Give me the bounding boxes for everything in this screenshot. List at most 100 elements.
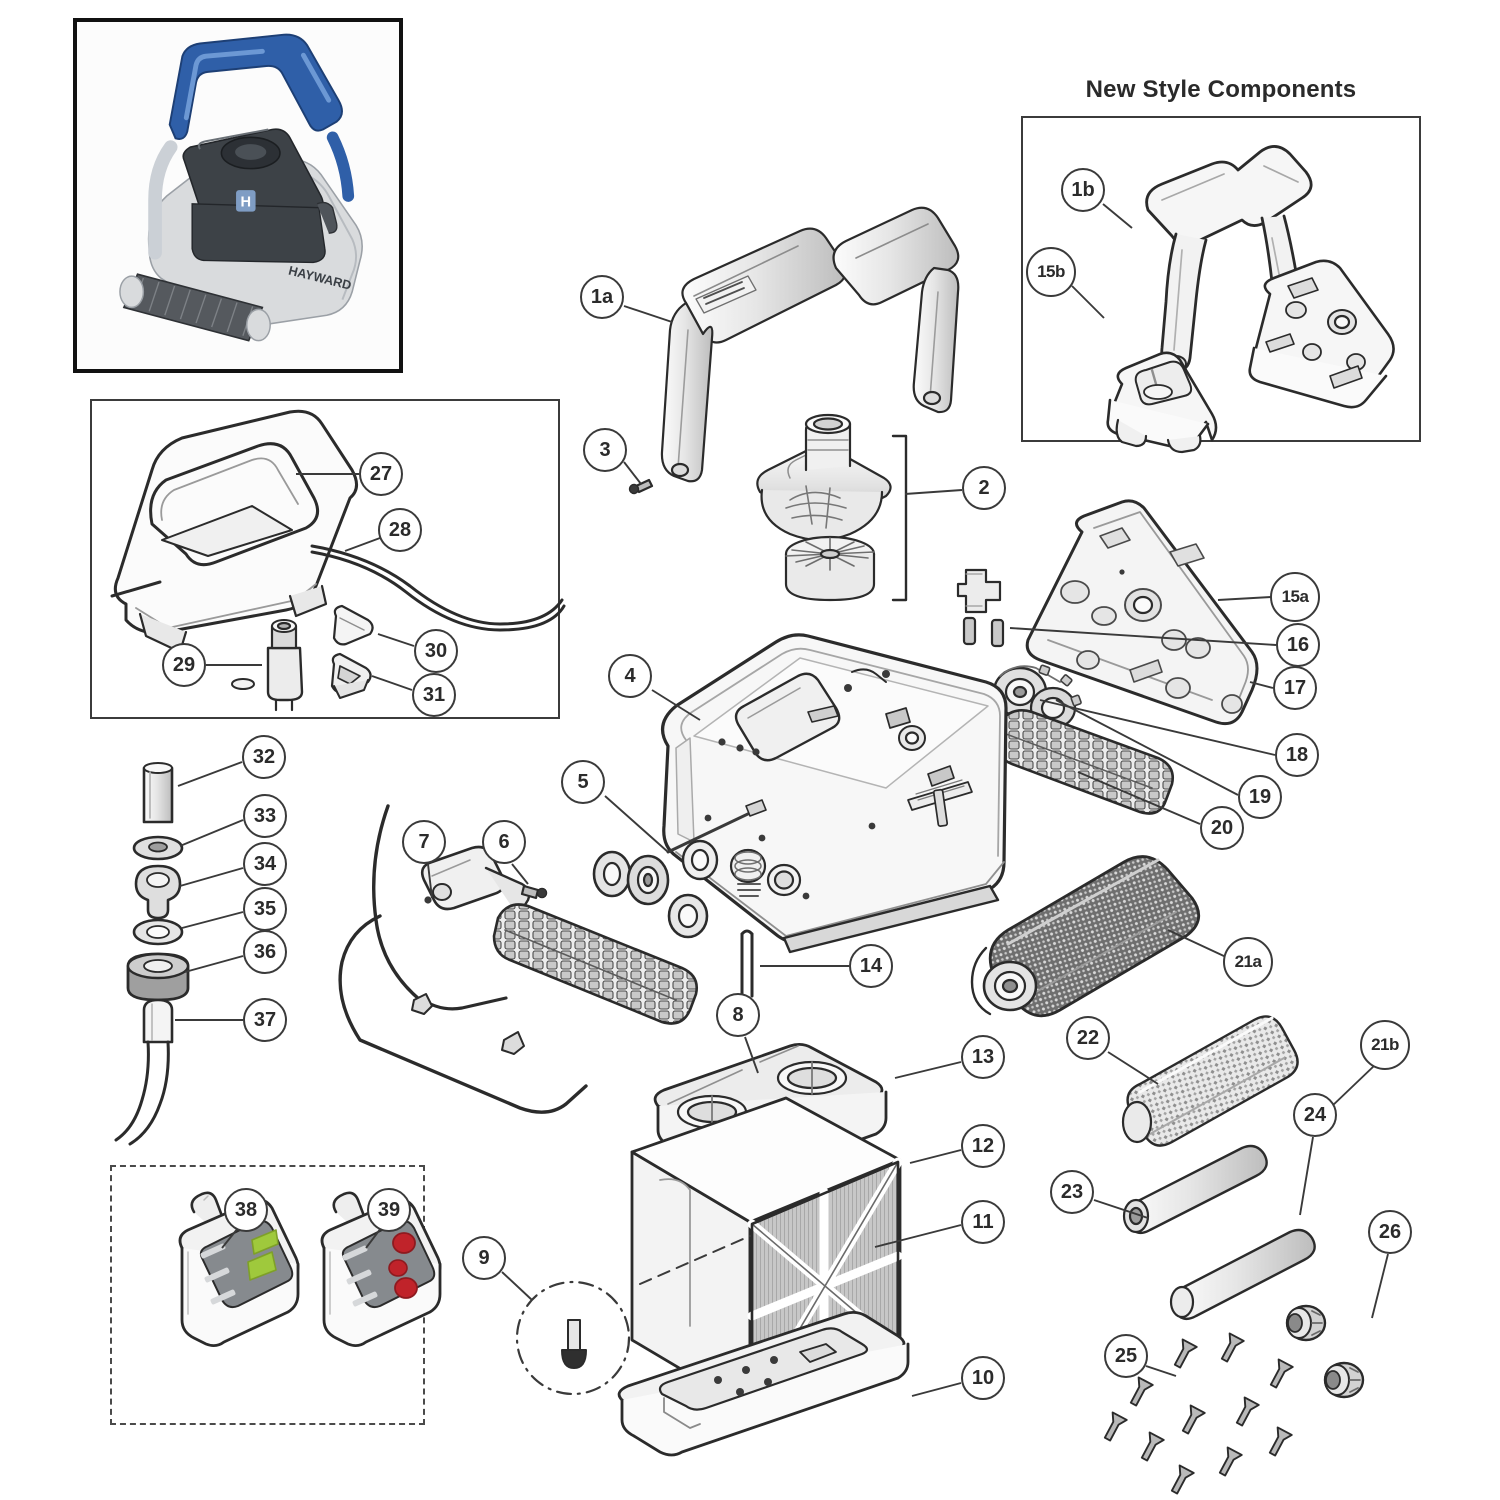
callout-37[interactable]: 37: [243, 998, 287, 1042]
screw: [628, 478, 654, 495]
callout-32[interactable]: 32: [242, 735, 286, 779]
filter-assembly: [617, 1043, 910, 1457]
pump-impeller-assembly: [756, 413, 908, 602]
svg-text:H: H: [241, 195, 252, 211]
callout-33[interactable]: 33: [243, 794, 287, 838]
callout-21b[interactable]: 21b: [1360, 1020, 1410, 1070]
remote-control-green: [178, 1191, 300, 1347]
bearing-set: [592, 799, 767, 939]
callout-13[interactable]: 13: [961, 1035, 1005, 1079]
callout-19[interactable]: 19: [1238, 775, 1282, 819]
callout-14[interactable]: 14: [849, 944, 893, 988]
callout-20[interactable]: 20: [1200, 806, 1244, 850]
bushings: [1285, 1304, 1365, 1399]
callout-25[interactable]: 25: [1104, 1334, 1148, 1378]
callout-10[interactable]: 10: [961, 1356, 1005, 1400]
leader-line-33: [179, 819, 244, 847]
callout-12[interactable]: 12: [961, 1124, 1005, 1168]
callout-3[interactable]: 3: [583, 428, 627, 472]
callout-39[interactable]: 39: [367, 1188, 411, 1232]
callout-15b[interactable]: 15b: [1026, 247, 1076, 297]
callout-22[interactable]: 22: [1066, 1016, 1110, 1060]
pvc-brush: [1121, 1015, 1299, 1147]
leader-line-25: [1145, 1365, 1177, 1377]
callout-29[interactable]: 29: [162, 643, 206, 687]
callout-30[interactable]: 30: [414, 629, 458, 673]
leader-line-17: [1249, 681, 1274, 689]
callout-7[interactable]: 7: [402, 820, 446, 864]
callout-1b[interactable]: 1b: [1061, 168, 1105, 212]
bracket-and-pins: [956, 568, 1005, 648]
leader-line-8: [744, 1036, 759, 1074]
swivel-cable-stack: [114, 762, 190, 1146]
leader-line-5: [604, 795, 669, 853]
callout-4[interactable]: 4: [608, 654, 652, 698]
leader-line-9: [501, 1271, 533, 1301]
screw: [520, 884, 548, 900]
callout-36[interactable]: 36: [243, 930, 287, 974]
callout-31[interactable]: 31: [412, 673, 456, 717]
leader-line-10: [911, 1382, 962, 1397]
leader-line-24: [1299, 1136, 1314, 1216]
leader-line-34: [179, 867, 244, 887]
screw-set: [1103, 1332, 1294, 1495]
callout-15a[interactable]: 15a: [1270, 572, 1320, 622]
leader-line-1a: [623, 305, 673, 323]
leader-line-32: [177, 761, 243, 787]
leader-line-15a: [1217, 596, 1272, 601]
leader-line-4: [651, 689, 701, 721]
leader-line-39: [365, 1227, 382, 1249]
leader-line-3: [623, 461, 642, 485]
retaining-pins: [740, 929, 754, 998]
main-chassis-body: [660, 633, 1008, 954]
callout-2[interactable]: 2: [962, 466, 1006, 510]
leader-line-15b: [1071, 285, 1105, 319]
callout-28[interactable]: 28: [378, 508, 422, 552]
leader-line-30: [377, 633, 415, 647]
callout-17[interactable]: 17: [1273, 666, 1317, 710]
callout-21a[interactable]: 21a: [1223, 937, 1273, 987]
side-panel: [1025, 499, 1259, 726]
callout-23[interactable]: 23: [1050, 1170, 1094, 1214]
leader-line-28: [344, 537, 381, 552]
leader-line-1b: [1102, 203, 1133, 229]
leader-line-21b: [1329, 1064, 1376, 1109]
section-title-new-style: New Style Components: [1085, 76, 1357, 103]
callout-26[interactable]: 26: [1368, 1210, 1412, 1254]
callout-18[interactable]: 18: [1275, 733, 1319, 777]
callout-34[interactable]: 34: [243, 842, 287, 886]
new-style-side-panel-mirrored: [1248, 259, 1395, 409]
callout-35[interactable]: 35: [243, 887, 287, 931]
leader-line-21a: [1167, 929, 1227, 958]
callout-27[interactable]: 27: [359, 452, 403, 496]
callout-9[interactable]: 9: [462, 1236, 506, 1280]
leader-line-18: [1039, 699, 1276, 756]
leader-line-2: [904, 489, 963, 495]
power-supply-caddy: [110, 409, 566, 712]
leader-line-36: [184, 955, 244, 973]
leader-line-35: [181, 911, 244, 929]
callout-8[interactable]: 8: [716, 993, 760, 1037]
cable-harness-assembly: [338, 804, 698, 1114]
leader-line-6: [511, 863, 529, 885]
leader-line-22: [1107, 1051, 1159, 1085]
brush-roller: [970, 855, 1201, 1018]
callout-38[interactable]: 38: [224, 1188, 268, 1232]
callout-1a[interactable]: 1a: [580, 275, 624, 319]
callout-5[interactable]: 5: [561, 760, 605, 804]
leader-line-12: [909, 1149, 962, 1164]
product-photo-frame: H HAYWARD: [73, 18, 403, 373]
callout-16[interactable]: 16: [1276, 623, 1320, 667]
new-style-side-panel-15b: [1106, 351, 1218, 454]
handle-assembly: [660, 206, 960, 483]
leader-line-23: [1093, 1199, 1149, 1219]
leader-line-38: [221, 1227, 239, 1249]
callout-6[interactable]: 6: [482, 820, 526, 864]
leader-line-7: [427, 863, 433, 899]
callout-11[interactable]: 11: [961, 1200, 1005, 1244]
callout-24[interactable]: 24: [1293, 1093, 1337, 1137]
leader-line-26: [1371, 1253, 1389, 1319]
leader-line-16: [1009, 627, 1277, 646]
product-photo: H HAYWARD: [77, 22, 399, 369]
